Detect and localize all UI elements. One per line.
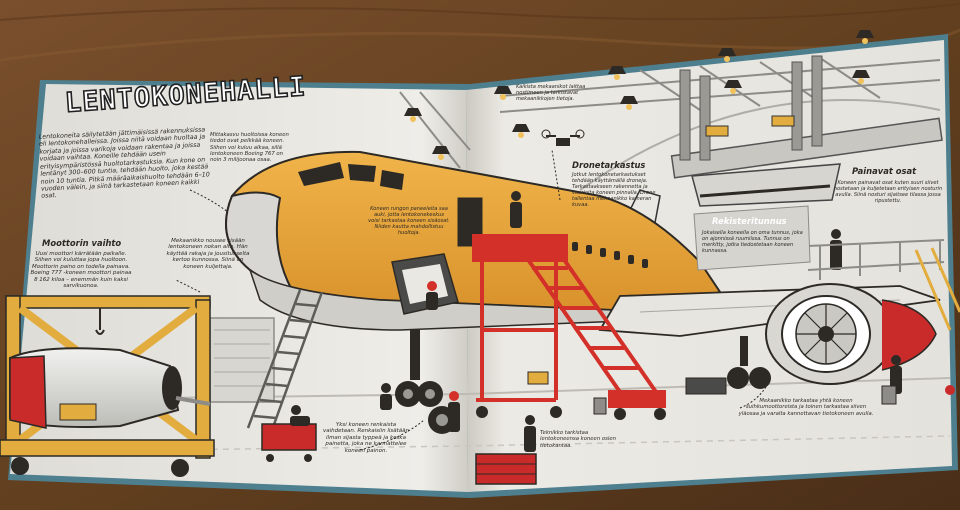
section-heading-registration: Rekisteritunnus	[712, 216, 787, 226]
section-text-heavy-parts: Koneen painavat osat kuten suuri siivet …	[833, 180, 943, 204]
platform	[807, 239, 945, 280]
section-heading-drone: Dronetarkastus	[572, 160, 646, 170]
caption-parts: Mittakasvu huoltoissa koneen tiedot ovat…	[210, 132, 289, 163]
caption-technician: Teknikko tarkistaa lentokoneensa koneen …	[540, 430, 616, 449]
caption-tyre: Yksi koneen renkaista vaihdetaan. Renkai…	[323, 422, 409, 454]
caption-engine-inspection: Mekaanikko tarkastaa yhtä koneen suihkum…	[738, 398, 874, 417]
equipment	[527, 371, 897, 415]
intro-text: Lentokoneita säilytetään jättimäisissä r…	[38, 126, 210, 201]
section-text-engine-swap: Uusi moottori kärrätään paikalle. Siihen…	[30, 251, 132, 290]
engine-icon	[9, 347, 211, 429]
stair-icon	[914, 247, 960, 331]
toolbox-icon	[261, 377, 727, 485]
caption-lift: Kaikista mekaanikot laittaa nostimeen ja…	[516, 84, 586, 102]
stair-icon	[472, 234, 666, 408]
section-text-drone: Jotkut lentokonetarkastukset tehdään käy…	[572, 172, 656, 208]
lamp-icon	[404, 30, 874, 160]
crane-icon	[670, 55, 943, 207]
section-heading-engine-swap: Moottorin vaihto	[42, 238, 122, 248]
engine-icon	[765, 283, 937, 385]
drone-icon	[541, 129, 585, 146]
caption-panels: Koneen rungon paneeleita saa auki, jotta…	[368, 206, 450, 236]
section-heading-heavy-parts: Painavat osat	[852, 166, 917, 176]
caption-mechanic-nose: Mekaanikko nousee sisään lentokoneen nok…	[166, 238, 250, 270]
ladder	[246, 289, 324, 431]
section-text-registration: Jokaisella koneella on oma tunnus, joka …	[702, 230, 803, 254]
mechanics	[290, 191, 955, 452]
